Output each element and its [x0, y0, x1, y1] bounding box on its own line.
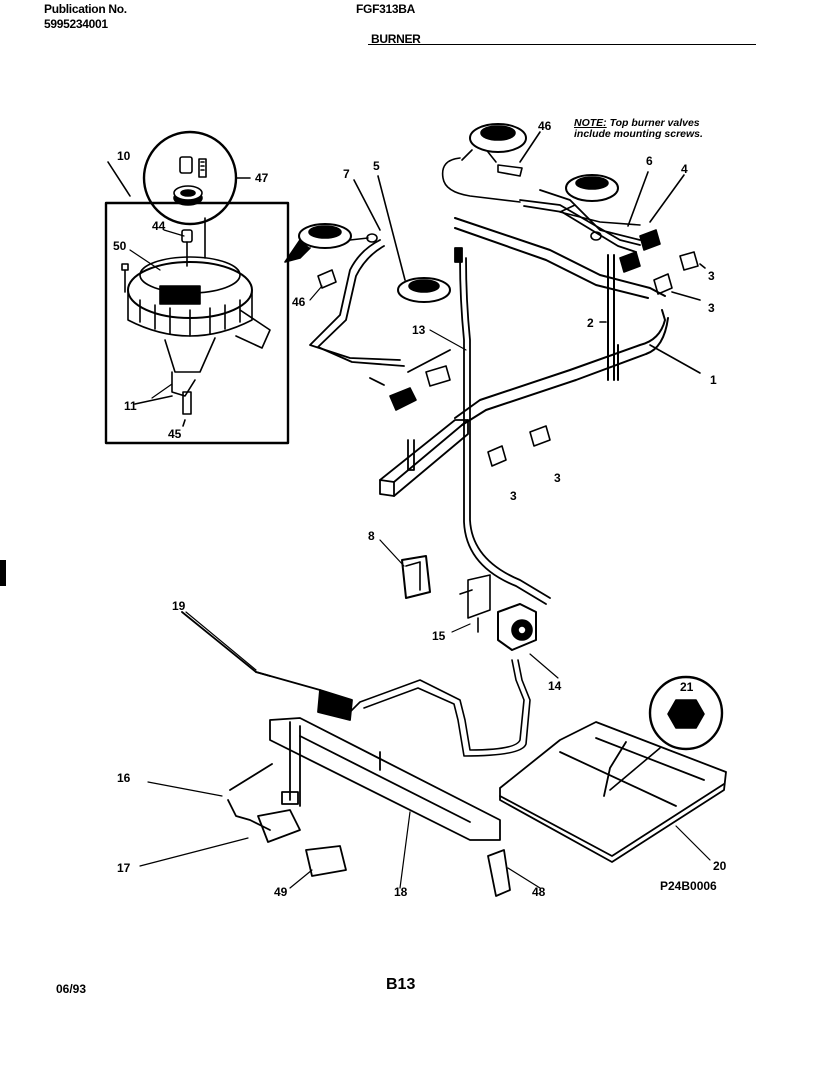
- callout-20: 20: [713, 859, 727, 873]
- inset-detail: [104, 130, 290, 445]
- header-rule: [368, 44, 756, 45]
- model-number: FGF313BA: [356, 2, 415, 16]
- callout-13: 13: [412, 323, 426, 337]
- manifold-pipe: [454, 217, 669, 426]
- note-text: NOTE: Top burner valves include mounting…: [574, 118, 734, 140]
- callout-7: 7: [343, 167, 350, 181]
- callout-6: 6: [646, 154, 653, 168]
- callout-49: 49: [274, 885, 288, 899]
- callout-19: 19: [172, 599, 186, 613]
- pressure-regulator: [349, 555, 537, 757]
- right-front-burner: [559, 171, 685, 241]
- callout-3-lower-left: 3: [510, 489, 517, 503]
- callout-4: 4: [681, 162, 688, 176]
- callout-8: 8: [368, 529, 375, 543]
- callout-14: 14: [548, 679, 562, 693]
- callout-3-right: 3: [708, 301, 715, 315]
- callout-17: 17: [117, 861, 131, 875]
- heat-shield: [499, 721, 727, 863]
- callout-11: 11: [124, 399, 137, 413]
- publication-number: 5995234001: [44, 17, 108, 31]
- section-title: BURNER: [371, 32, 421, 46]
- callout-21: 21: [680, 680, 694, 694]
- note-body: Top burner valves include mounting screw…: [574, 117, 703, 140]
- scan-edge-mark: [0, 560, 6, 586]
- bake-burner-assembly: [181, 611, 511, 897]
- leader-6: [627, 171, 649, 227]
- callout-46-upper: 46: [538, 119, 552, 133]
- callout-5: 5: [373, 159, 380, 173]
- callout-15: 15: [432, 629, 446, 643]
- nut-detail: [609, 675, 724, 791]
- callout-45: 45: [168, 427, 182, 441]
- leader-5: [377, 175, 406, 281]
- leader-4: [649, 174, 685, 223]
- callout-47: 47: [255, 171, 269, 185]
- callout-2: 2: [587, 316, 594, 330]
- left-rear-burner: [284, 179, 381, 289]
- leader-46a: [519, 131, 541, 163]
- publication-label: Publication No.: [44, 2, 127, 16]
- burner-bracket: [379, 419, 469, 497]
- footer-date: 06/93: [56, 982, 87, 996]
- callout-16: 16: [117, 771, 131, 785]
- inset-circle-47: [142, 130, 238, 226]
- right-rear-burner: [441, 123, 541, 203]
- callout-48: 48: [532, 885, 546, 899]
- leader-7: [353, 179, 381, 231]
- callout-3-lower-right: 3: [554, 471, 561, 485]
- callout-44: 44: [152, 219, 166, 233]
- callout-1: 1: [710, 373, 717, 387]
- callout-50: 50: [113, 239, 127, 253]
- center-burner: [377, 175, 451, 303]
- callout-46-left: 46: [292, 295, 306, 309]
- callout-18: 18: [394, 885, 408, 899]
- leader-1: [649, 344, 701, 374]
- burner-valves: [389, 229, 706, 467]
- part-8: [401, 555, 431, 599]
- leader-lines: [129, 229, 711, 889]
- callout-3-upper: 3: [708, 269, 715, 283]
- drawing-code: P24B0006: [660, 879, 717, 893]
- footer-page: B13: [386, 976, 416, 993]
- callout-10: 10: [117, 149, 131, 163]
- burner-tubes: [309, 189, 641, 605]
- note-prefix: NOTE:: [574, 117, 607, 129]
- leader-10: [107, 161, 131, 197]
